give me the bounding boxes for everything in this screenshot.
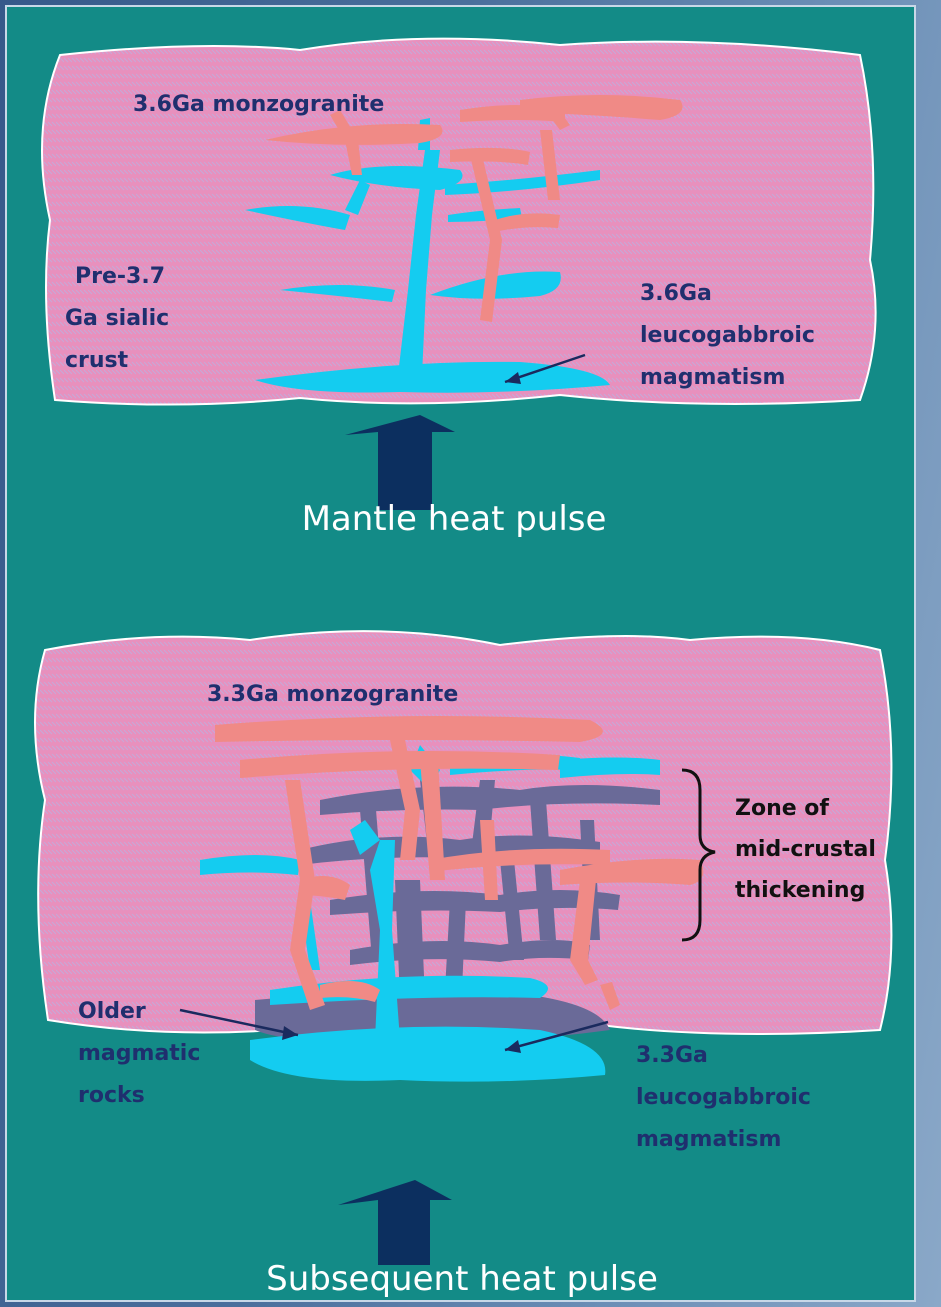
top-monzogranite-label: 3.6Ga monzogranite xyxy=(133,92,384,117)
older-label-2: magmatic xyxy=(78,1041,200,1066)
older-label-3: rocks xyxy=(78,1083,145,1108)
top-leucogabbro-label-3: magmatism xyxy=(640,365,785,390)
bottom-leucogabbro-label-3: magmatism xyxy=(636,1127,781,1152)
bottom-caption: Subsequent heat pulse xyxy=(266,1259,658,1299)
top-crust-label-1: Pre-3.7 xyxy=(75,264,165,289)
zone-label-3: thickening xyxy=(735,878,865,903)
top-caption: Mantle heat pulse xyxy=(302,499,607,539)
bottom-leucogabbro-label-2: leucogabbroic xyxy=(636,1085,811,1110)
zone-label-1: Zone of xyxy=(735,796,829,821)
top-crust-label-2: Ga sialic xyxy=(65,306,169,331)
bottom-crust-block xyxy=(35,631,891,1034)
top-leucogabbro-label-2: leucogabbroic xyxy=(640,323,815,348)
top-crust-label-3: crust xyxy=(65,348,129,373)
bottom-leucogabbro-label-1: 3.3Ga xyxy=(636,1043,708,1068)
zone-label-2: mid-crustal xyxy=(735,837,876,862)
bottom-monzogranite-label: 3.3Ga monzogranite xyxy=(207,682,458,707)
older-label-1: Older xyxy=(78,999,146,1024)
top-leucogabbro-label-1: 3.6Ga xyxy=(640,281,712,306)
